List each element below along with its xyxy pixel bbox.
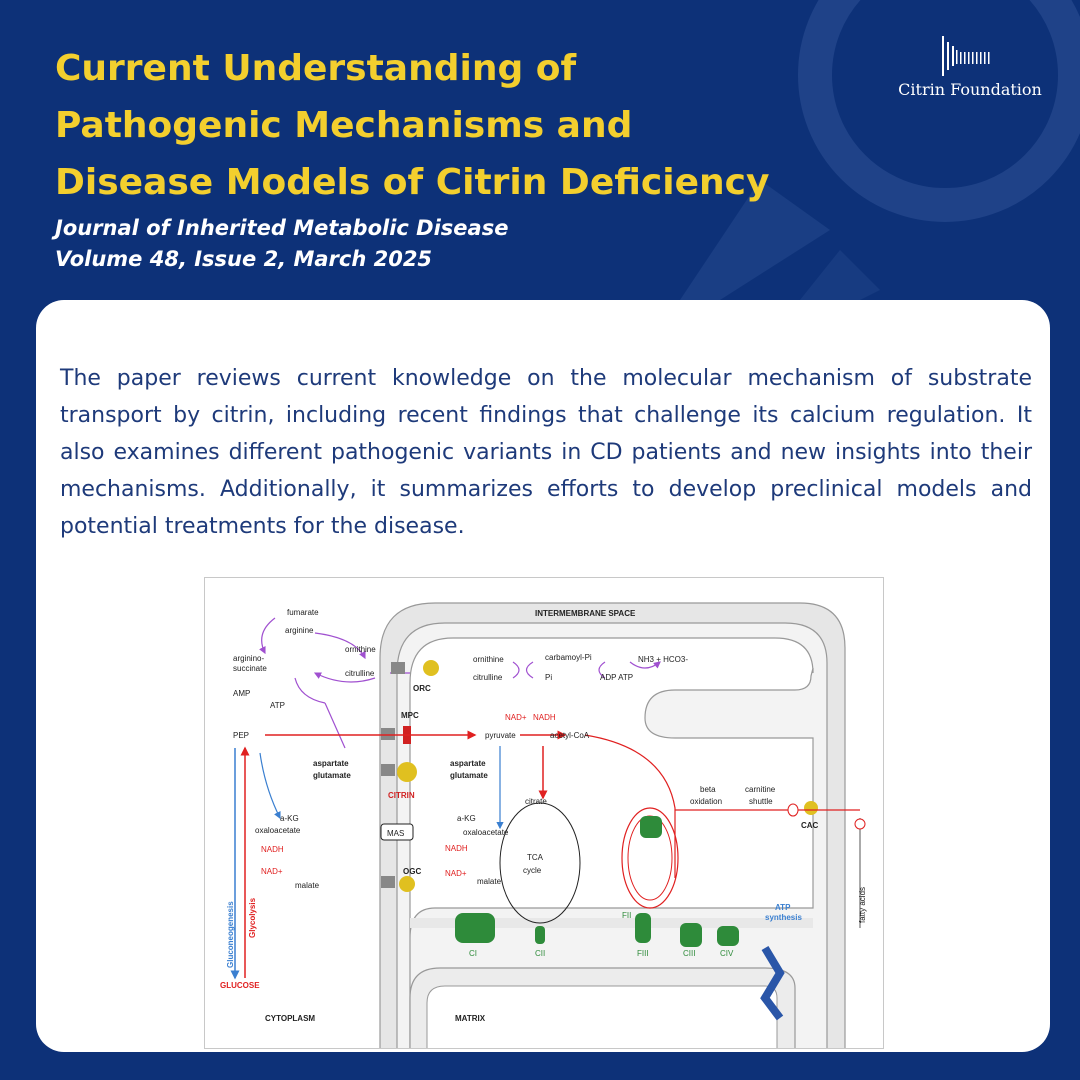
label-carnitine-2: shuttle [749,797,773,806]
label-oaa-mx: oxaloacetate [463,828,509,837]
journal-name: Journal of Inherited Metabolic Disease [55,216,509,240]
label-cytoplasm: CYTOPLASM [265,1014,315,1023]
label-pep: PEP [233,731,249,740]
label-intermembrane: INTERMEMBRANE SPACE [535,609,636,618]
transporters: ORC MPC CITRIN MAS OGC CAC [380,660,819,892]
label-amp: AMP [233,689,250,698]
journal-citation: Journal of Inherited Metabolic Disease V… [55,213,508,275]
label-adp-atp: ADP ATP [600,673,633,682]
label-civ: CIV [720,949,734,958]
label-tca-2: cycle [523,866,542,875]
label-cac: CAC [801,821,819,830]
label-glycolysis: Glycolysis [248,897,257,938]
label-argininosuccinate-1: arginino- [233,654,264,663]
citrin-foundation-logo: Citrin Foundation [890,36,1050,99]
label-nadplus-top: NAD+ [505,713,527,722]
label-nadh-mx: NADH [445,844,468,853]
label-tca-1: TCA [527,853,544,862]
label-nadh-cyto: NADH [261,845,284,854]
label-beta-2: oxidation [690,797,722,806]
label-beta-1: beta [700,785,716,794]
label-oaa-cyto: oxaloacetate [255,826,301,835]
label-atp-synth-2: synthesis [765,913,802,922]
label-carbamoyl: carbamoyl-Pi [545,653,592,662]
label-citrin: CITRIN [388,791,415,800]
label-akg-mx: a-KG [457,814,476,823]
label-gluconeogenesis: Gluconeogenesis [226,901,235,968]
label-fii: FII [622,911,631,920]
label-carnitine-1: carnitine [745,785,776,794]
label-arginine: arginine [285,626,314,635]
label-ciii: CIII [683,949,695,958]
label-akg-cyto: a-KG [280,814,299,823]
title-line-3: Disease Models of Citrin Deficiency [55,162,770,203]
matrix-urea-reactions: ornithine citrulline carbamoyl-Pi Pi NH3… [473,653,688,682]
label-glucose: GLUCOSE [220,981,260,990]
flux-arrows [230,730,866,980]
label-ci: CI [469,949,477,958]
label-mx-ornithine: ornithine [473,655,504,664]
label-ogc: OGC [403,867,421,876]
label-fatty-acids: fatty acids [858,887,867,923]
metabolite-labels: PEP pyruvate NAD+ NADH acetyl-CoA aspart… [220,713,867,990]
page-title: Current Understanding of Pathogenic Mech… [55,40,815,211]
label-pyruvate: pyruvate [485,731,516,740]
label-aspartate-mx: aspartate [450,759,486,768]
label-malate-cyto: malate [295,881,320,890]
pathway-figure: INTERMEMBRANE SPACE CYTOPLASM MATRIX fum… [204,577,884,1049]
bar-graph-logo-icon [942,36,990,76]
journal-issue: Volume 48, Issue 2, March 2025 [55,247,433,271]
title-line-2: Pathogenic Mechanisms and [55,105,633,146]
label-glutamate-mx: glutamate [450,771,488,780]
label-mx-citrulline: citrulline [473,673,503,682]
label-malate-mx: malate [477,877,502,886]
label-argininosuccinate-2: succinate [233,664,267,673]
logo-text: Citrin Foundation [898,80,1042,99]
label-nadplus-mx: NAD+ [445,869,467,878]
label-fiii: FIII [637,949,649,958]
title-line-1: Current Understanding of [55,48,577,89]
label-fumarate: fumarate [287,608,319,617]
label-cii: CII [535,949,545,958]
label-ornithine: ornithine [345,645,376,654]
respiratory-complexes: CI CII FII FIII CIII CIV [455,816,785,1021]
label-acetyl-coa: acetyl-CoA [550,731,590,740]
citrin-pathway-diagram: INTERMEMBRANE SPACE CYTOPLASM MATRIX fum… [220,602,867,1048]
label-aspartate-cyto: aspartate [313,759,349,768]
label-atp: ATP [270,701,285,710]
label-citrulline: citrulline [345,669,375,678]
label-atp-synth-1: ATP [775,903,791,912]
label-citrate: citrate [525,797,547,806]
content-card: The paper reviews current knowledge on t… [36,300,1050,1052]
label-nadh-top: NADH [533,713,556,722]
label-glutamate-cyto: glutamate [313,771,351,780]
summary-paragraph: The paper reviews current knowledge on t… [60,366,1032,539]
label-pi: Pi [545,673,552,682]
label-nh3: NH3 + HCO3- [638,655,688,664]
label-orc: ORC [413,684,431,693]
label-mpc: MPC [401,711,419,720]
label-mas: MAS [387,829,404,838]
label-matrix: MATRIX [455,1014,486,1023]
label-nadplus-cyto: NAD+ [261,867,283,876]
